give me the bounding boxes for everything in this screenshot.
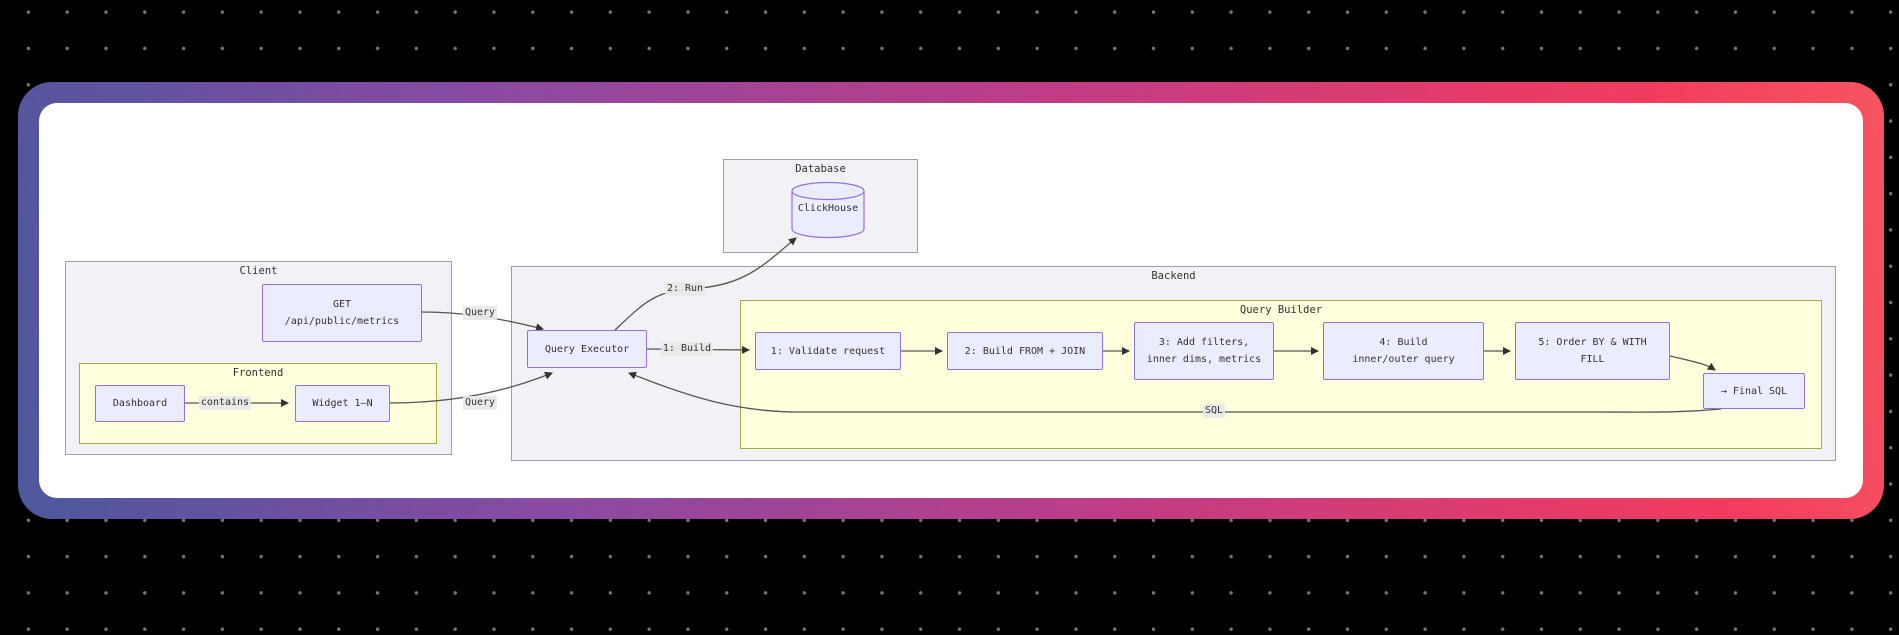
node-step3-line2: inner dims, metrics [1146,354,1262,365]
edge-label-build: 1: Build [660,342,714,356]
node-step1-label: 1: Validate request [770,345,886,357]
edge-label-sql: SQL [1202,404,1226,418]
node-step2-build-from-join: 2: Build FROM + JOIN [947,332,1103,370]
edge-finalsql-to-executor [628,371,1722,413]
node-get-endpoint: GET /api/public/metrics [262,284,422,342]
edge-widget-to-executor [389,371,553,404]
node-step5-line1: 5: Order BY & WITH [1538,337,1647,348]
node-step4-line1: 4: Build [1379,337,1428,348]
node-step3-line1: 3: Add filters, [1158,337,1250,348]
database-cylinder-icon [791,181,865,239]
cluster-query-builder-title: Query Builder [1239,304,1323,316]
node-get-endpoint-line2: /api/public/metrics [284,316,400,327]
node-widget: Widget 1–N [295,385,390,422]
node-step1-validate: 1: Validate request [755,332,901,370]
node-dashboard-label: Dashboard [112,398,168,409]
cluster-client-title: Client [239,265,278,277]
node-step4-build-inner-outer: 4: Build inner/outer query [1323,322,1484,380]
node-step5-order-by-with-fill: 5: Order BY & WITH FILL [1515,322,1670,380]
node-query-executor: Query Executor [527,330,647,368]
node-final-sql-label: → Final SQL [1720,385,1788,397]
node-query-executor-label: Query Executor [544,343,630,355]
cluster-frontend-title: Frontend [232,367,284,379]
node-step4-line2: inner/outer query [1352,354,1455,365]
edge-label-query-top: Query [462,306,498,320]
node-dashboard: Dashboard [95,385,185,422]
node-get-endpoint-line1: GET [332,299,352,310]
node-step2-label: 2: Build FROM + JOIN [964,345,1086,357]
node-step3-add-filters: 3: Add filters, inner dims, metrics [1134,322,1274,380]
cluster-database-title: Database [795,163,846,175]
node-clickhouse: ClickHouse [791,181,865,239]
node-final-sql: → Final SQL [1703,373,1805,409]
edge-label-run: 2: Run [664,282,706,296]
edge-label-query-bottom: Query [462,396,498,410]
edge-executor-to-clickhouse [614,237,797,331]
edge-step5-to-finalsql [1669,355,1716,371]
node-widget-label: Widget 1–N [312,398,373,409]
cluster-backend-title: Backend [1151,270,1196,282]
edge-label-contains: contains [198,396,252,410]
node-clickhouse-label: ClickHouse [797,203,859,214]
node-step5-line2: FILL [1580,354,1605,365]
